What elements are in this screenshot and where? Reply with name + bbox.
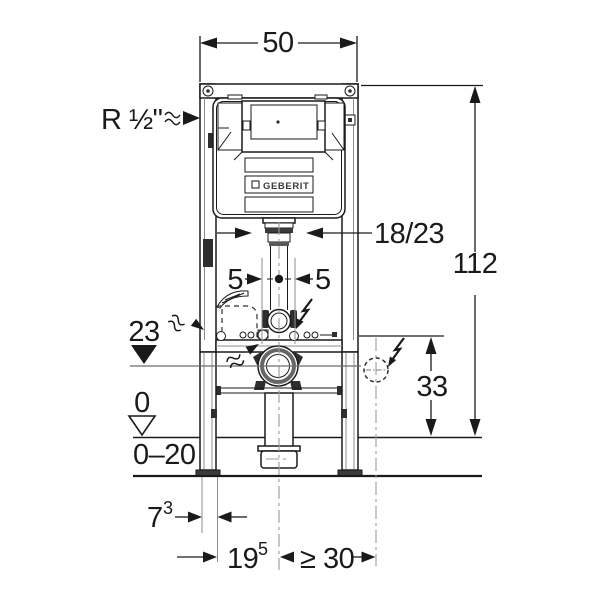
arrow-right-icon [235,227,252,239]
arrow-right-icon [203,551,217,563]
power-connection-flush [296,298,313,329]
level-triangle-filled-icon [131,345,157,364]
dimension-overall-height: 112 [361,84,498,436]
wc-outlet-socket [253,345,303,390]
power-connection-wall [363,337,405,383]
flow-arrowhead-icon [190,318,204,330]
floor-buildup-label: 0–20 [133,439,196,471]
brand-plate [244,175,314,194]
water-wave-icon [164,111,181,119]
right-offset-label: 5 [315,264,331,296]
bracket-left [217,102,243,151]
level-marker-outlet: 23 [128,316,160,364]
frame-top-bar [199,83,359,99]
front-depth-sup: 3 [163,498,173,518]
arrow-up-icon [469,86,481,103]
arrow-left-icon [217,511,232,523]
arrow-right-icon [188,511,202,523]
arrow-left-icon [280,551,294,563]
lightning-icon [391,337,405,361]
left-offset-label: 5 [227,264,243,296]
floor-zero-label: 0 [134,387,150,419]
flow-arrow-inner [226,344,259,369]
concealed-cistern: GEBERIT [212,94,346,219]
arrow-right-icon [361,551,376,563]
bracket-right [324,102,345,151]
foot-plate-right [337,469,363,476]
power-outlet-dashed-circle [363,357,389,383]
dimension-top-width: 50 [199,27,358,82]
front-depth-label: 7 [147,502,163,534]
dimension-flush-pipe: 18/23 [217,218,445,250]
dimension-offsets: 5 5 [227,264,331,296]
arrow-right-icon [340,37,357,49]
power-height-label: 33 [416,371,447,403]
level-triangle-open-icon [127,415,157,437]
outlet-distance-label: 19 [227,543,258,575]
level-marker-zero: 0 0–20 [127,387,196,471]
arrow-down-icon [469,419,481,436]
outlet-height-label: 23 [128,316,159,348]
dimension-side-clearance: ≥ 30 [280,543,376,575]
water-wave-icon [171,314,185,326]
arrow-left-icon [295,273,310,285]
arrow-left-icon [200,37,217,49]
top-width-label: 50 [262,27,293,59]
water-supply-label: R ½" [101,104,163,136]
arrow-right-icon [247,273,262,285]
arrow-left-icon [306,227,323,239]
water-wave-icon [226,354,241,363]
frame-legs [195,351,363,476]
flow-arrowhead-icon [245,344,259,355]
flush-pipe-label: 18/23 [374,218,444,250]
leg-clamp-left [211,409,217,418]
dimension-power-height: 33 [359,335,448,436]
outlet-distance-sup: 5 [258,539,268,559]
lightning-arrowhead-icon [296,318,304,329]
center-point-icon [274,274,284,284]
supply-arrow-icon [183,111,200,125]
leg-clamp-right [341,409,347,418]
foot-plate-left [195,469,221,476]
flow-arrow-left [167,314,204,332]
mounting-frame [199,83,359,353]
arrow-up-icon [425,337,437,354]
supply-valve-band [203,239,213,267]
floor-lines [133,436,482,478]
supply-dashed-outline [216,305,258,339]
arrow-down-icon [425,419,437,436]
overall-height-label: 112 [453,248,498,280]
dimension-outlet-distance: 19 5 [177,539,269,575]
dimension-front-depth: 7 3 [147,477,247,562]
water-supply-callout: R ½" [101,104,200,136]
brand-label: GEBERIT [263,181,309,192]
lightning-arrowhead-icon [388,356,397,367]
access-panel-window [250,104,318,140]
brand-square-icon [251,180,260,189]
lightning-icon [299,298,313,322]
water-supply-zone [216,290,258,339]
side-clearance-label: ≥ 30 [300,543,354,575]
